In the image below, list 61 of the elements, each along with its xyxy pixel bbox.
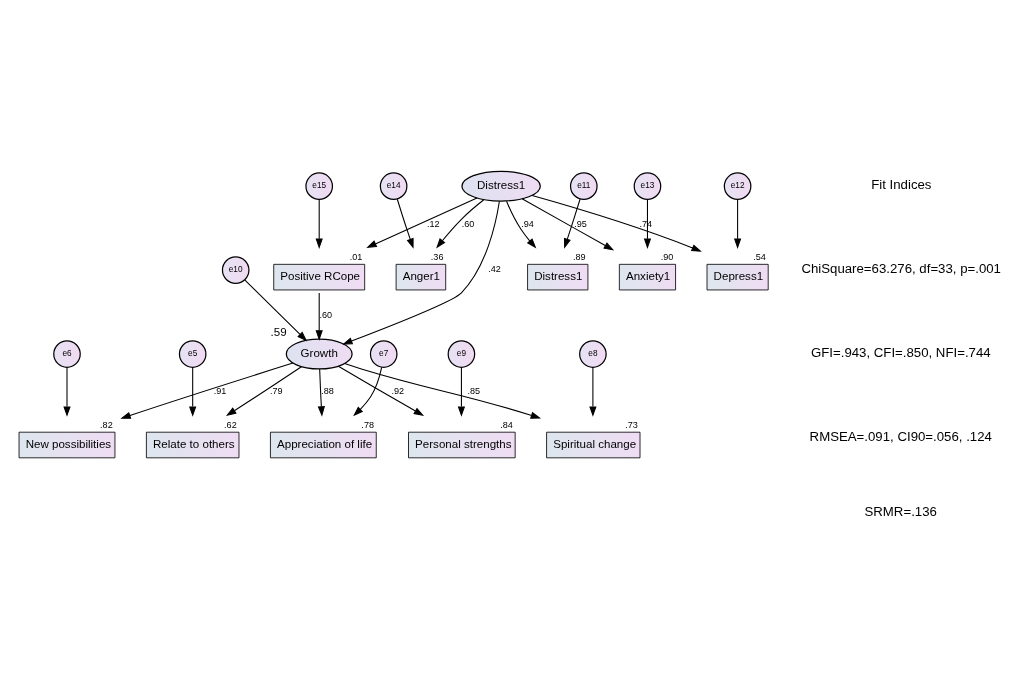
arrow [315,291,323,341]
arrow [366,196,478,248]
arrow [531,194,702,252]
node-label: .62 [224,419,237,430]
arrow [563,198,581,249]
label: ChiSquare=63.276, df=33, p=.001 [801,260,1001,276]
node-label: .89 [573,251,586,262]
arrow [353,366,383,416]
node-label: .90 [660,251,674,262]
node-circle: e12 [723,171,752,200]
arrow [344,362,542,419]
node-label: .54 [753,251,766,262]
arrow [225,365,302,416]
node-circle: e11 [569,171,598,200]
node-label: .01 [349,251,363,262]
label: RMSEA=.091, CI90=.056, .124 [809,428,992,444]
node-label: .59 [270,325,287,338]
node-circle: e6 [53,339,81,368]
edge-label: .85 [467,385,481,396]
arrow [189,366,197,417]
node-circle: e13 [633,171,662,200]
edge-label: .60 [461,218,475,229]
arrow [521,197,615,251]
node-label: .82 [100,419,113,430]
edge-label: .79 [269,385,283,396]
arrow [396,198,414,249]
label: Fit Indices [871,176,932,192]
node-label: .36 [430,251,444,262]
label: SRMR=.136 [864,503,937,519]
arrow [457,366,466,417]
arrow [733,198,742,249]
edge-label: .60 [319,309,333,320]
edge-label: .94 [521,218,534,229]
label: GFI=.943, CFI=.850, NFI=.744 [810,344,991,360]
edge-label: .92 [391,385,405,396]
edge-label: .12 [426,218,440,229]
arrow [436,198,485,249]
node-label: .84 [500,419,513,430]
node-circle: e10 [221,255,250,284]
edge-label: .91 [213,385,227,396]
arrow [589,366,597,417]
node-ellipse: Distress1 [461,170,541,202]
arrow [342,200,500,345]
edge-label: .42 [488,263,501,274]
node-circle: e9 [447,339,476,368]
node-label: .78 [361,419,374,430]
node-circle: e14 [379,171,408,200]
node-circle: e8 [579,339,607,368]
edge-label: .95 [574,218,587,229]
arrow [315,198,323,249]
arrow [63,366,71,417]
arrow [244,279,308,341]
edge-label: .88 [321,385,334,396]
arrow [317,367,325,417]
node-label: .73 [625,419,638,430]
arrow [120,362,294,419]
node-circle: e5 [178,339,207,368]
node-circle: e7 [369,339,398,368]
node-circle: e15 [305,171,334,200]
arrow [337,365,425,416]
arrow [506,200,537,249]
